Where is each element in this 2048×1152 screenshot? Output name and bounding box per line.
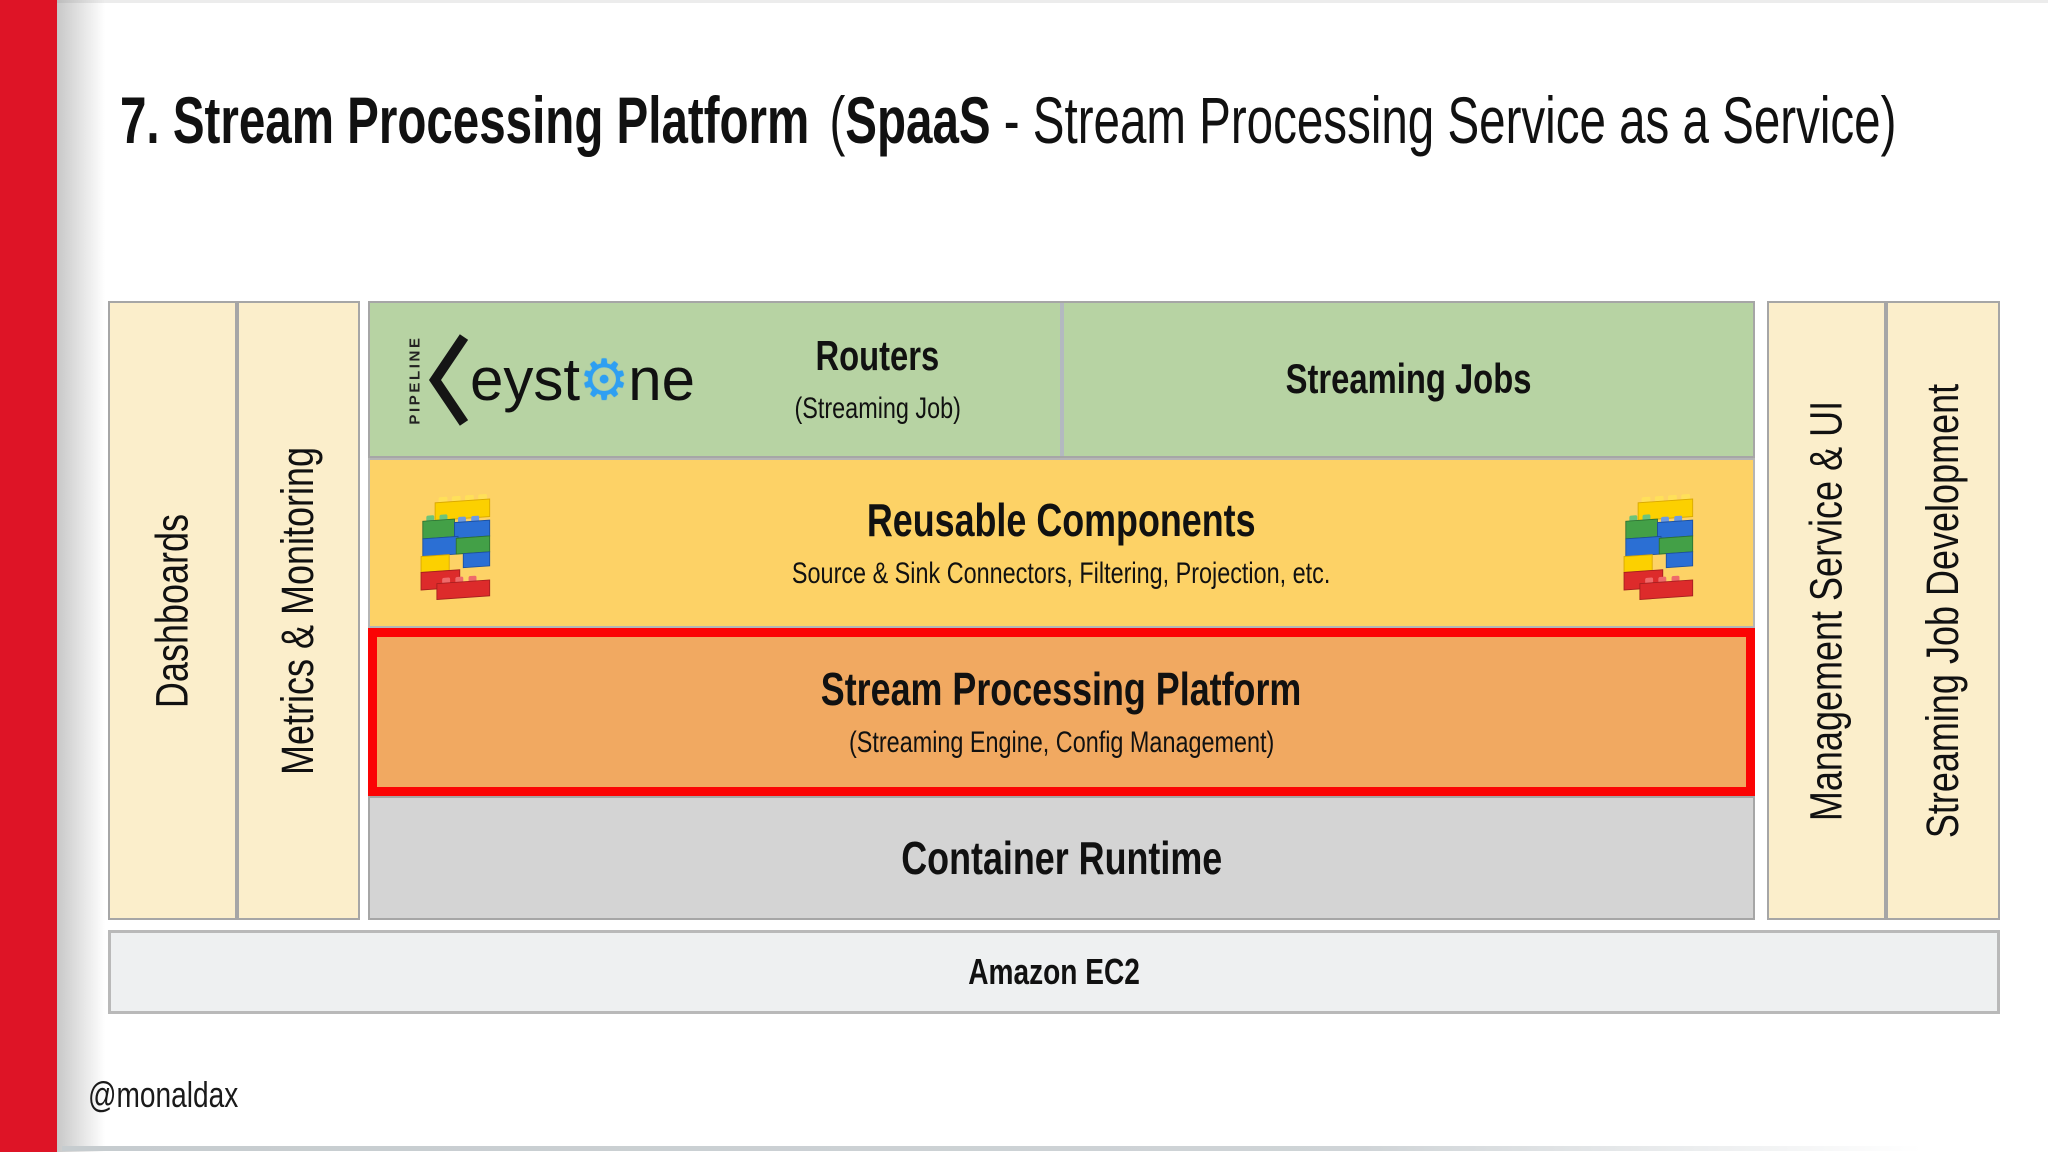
title-paren: (	[829, 83, 846, 157]
sidebar-management-service-ui-label: Management Service & UI	[1800, 400, 1852, 821]
top-edge-line	[57, 0, 2048, 3]
routers-box: PIPELINE eyst⚙ne Routers (Streaming Job)	[370, 303, 1060, 456]
container-runtime-title: Container Runtime	[901, 831, 1222, 884]
author-handle: @monaldax	[88, 1074, 281, 1116]
sidebar-streaming-job-development: Streaming Job Development	[1886, 301, 2000, 920]
routers-title: Routers	[815, 332, 940, 380]
streaming-jobs-title: Streaming Jobs	[1285, 355, 1532, 403]
slide-title: 7. Stream Processing Platform (SpaaS - St…	[120, 84, 2048, 157]
sidebar-streaming-job-development-label: Streaming Job Development	[1917, 383, 1969, 838]
layer-streaming-row: PIPELINE eyst⚙ne Routers (Streaming Job)…	[368, 301, 1755, 458]
sidebar-dashboards-label: Dashboards	[146, 513, 198, 708]
sidebar-dashboards: Dashboards	[108, 301, 237, 920]
stream-processing-platform-text: Stream Processing Platform (Streaming En…	[377, 637, 1746, 787]
reusable-components-text: Reusable Components Source & Sink Connec…	[370, 460, 1753, 626]
keystone-wordmark: eyst⚙ne	[470, 345, 695, 414]
lego-blocks-icon	[1623, 494, 1694, 600]
gear-icon: ⚙	[579, 347, 630, 411]
keystone-pipeline-label: PIPELINE	[406, 334, 424, 425]
sidebar-metrics-monitoring-label: Metrics & Monitoring	[272, 446, 324, 775]
sidebar-metrics-monitoring: Metrics & Monitoring	[237, 301, 360, 920]
keystone-logo: PIPELINE eyst⚙ne	[404, 303, 695, 456]
accent-stripe	[0, 0, 57, 1152]
layer-container-runtime: Container Runtime	[368, 796, 1755, 920]
layer-amazon-ec2: Amazon EC2	[108, 930, 2000, 1014]
title-main: 7. Stream Processing Platform	[120, 83, 810, 157]
title-rest: - Stream Processing Service as a Service…	[990, 83, 1897, 157]
keystone-text-after: ne	[628, 346, 695, 413]
green-divider	[1060, 303, 1064, 456]
streaming-jobs-box: Streaming Jobs	[1064, 303, 1753, 456]
routers-text: Routers (Streaming Job)	[695, 303, 1060, 456]
author-handle-text: @monaldax	[88, 1074, 239, 1115]
title-emphasis: SpaaS	[845, 83, 991, 157]
lego-blocks-icon	[420, 494, 491, 600]
keystone-k-icon	[428, 333, 468, 426]
routers-subtitle: (Streaming Job)	[794, 391, 961, 425]
layer-reusable-components: Reusable Components Source & Sink Connec…	[368, 458, 1755, 628]
keystone-pipeline-wrap: PIPELINE	[404, 320, 426, 440]
stream-processing-platform-subtitle: (Streaming Engine, Config Management)	[848, 726, 1275, 760]
stream-processing-platform-title: Stream Processing Platform	[821, 662, 1302, 715]
layer-stream-processing-platform: Stream Processing Platform (Streaming En…	[368, 628, 1755, 796]
stripe-shadow	[57, 0, 105, 1152]
reusable-components-title: Reusable Components	[867, 493, 1256, 546]
amazon-ec2-title: Amazon EC2	[968, 951, 1140, 992]
bottom-edge-line	[62, 1146, 1922, 1151]
reusable-components-subtitle: Source & Sink Connectors, Filtering, Pro…	[792, 557, 1331, 591]
sidebar-management-service-ui: Management Service & UI	[1767, 301, 1886, 920]
keystone-text-before: eyst	[470, 346, 581, 413]
